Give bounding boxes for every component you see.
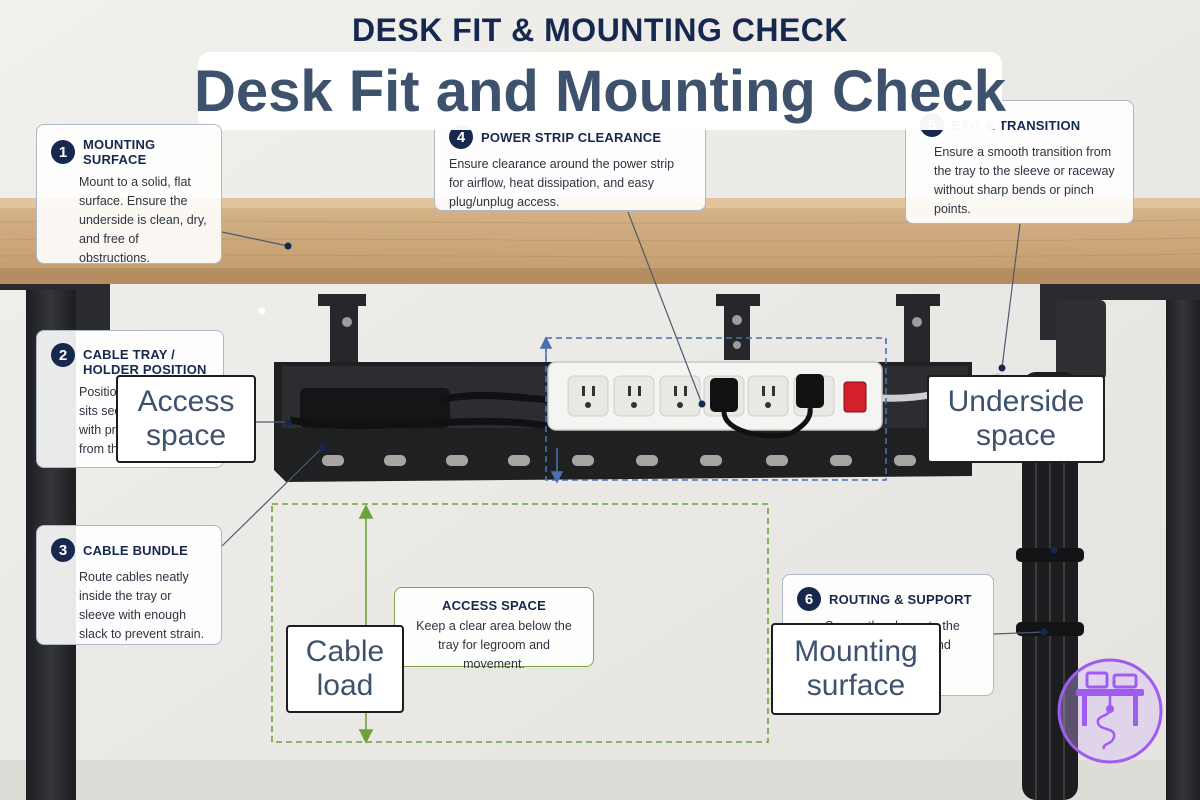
card-mounting-surface: 1 MOUNTING SURFACE Mount to a solid, fla…: [36, 124, 222, 265]
card-text: Mount to a solid, flat surface. Ensure t…: [79, 175, 207, 265]
step-number-3: 3: [51, 538, 75, 562]
access-space-zone: [271, 503, 769, 743]
step-number-2: 2: [51, 343, 75, 367]
page-title: Desk Fit and Mounting Check: [193, 58, 1007, 124]
label-underside-space: Underside space: [927, 375, 1105, 463]
card-text: Ensure a smooth transition from the tray…: [934, 145, 1115, 216]
card-text: Route cables neatly inside the tray or s…: [79, 570, 205, 641]
floor-shadow: [0, 760, 1200, 800]
cord-lines: [721, 407, 813, 439]
label-cable-load: Cable load: [286, 625, 404, 713]
label-mounting-surface: Mounting surface: [771, 623, 941, 715]
label-access-space: Access space: [116, 375, 256, 463]
desk-lift-column: [1056, 300, 1106, 380]
step-number-1: 1: [51, 140, 75, 164]
leader-lines: [221, 211, 1045, 635]
power-strip-clearance-zone: [545, 337, 887, 481]
clearance-arrow: [539, 336, 564, 484]
card-title: ROUTING & SUPPORT: [829, 591, 972, 607]
card-cable-bundle: 3 CABLE BUNDLE Route cables neatly insid…: [36, 525, 222, 645]
card-title: MOUNTING SURFACE: [83, 137, 156, 167]
power-adapter-brick: [300, 388, 450, 428]
title-banner: Desk Fit and Mounting Check: [194, 52, 1006, 130]
card-title: POWER STRIP CLEARANCE: [481, 129, 662, 145]
step-number-6: 6: [797, 587, 821, 611]
desk-logo-icon: [1057, 658, 1163, 764]
mount-brackets: [318, 294, 940, 370]
leader-dots: [258, 242, 1058, 636]
card-text: Keep a clear area below the tray for leg…: [416, 619, 572, 671]
card-text: Ensure clearance around the power strip …: [449, 157, 675, 209]
power-outlets: [567, 375, 835, 417]
desk-underside: [0, 268, 1200, 284]
card-title: ACCESS SPACE: [441, 598, 546, 613]
card-title: CABLE TRAY / HOLDER POSITION: [83, 347, 207, 377]
plugged-cords: [710, 374, 824, 412]
top-header: DESK FIT & MOUNTING CHECK: [351, 12, 849, 48]
outlet-holes: [582, 386, 775, 408]
card-title: CABLE BUNDLE: [83, 542, 188, 558]
desk-right-leg: [1166, 280, 1200, 800]
card-access-space: ACCESS SPACE Keep a clear area below the…: [394, 587, 594, 671]
power-switch: [843, 381, 867, 413]
mount-screws: [342, 315, 922, 349]
tray-slots: [322, 455, 916, 466]
